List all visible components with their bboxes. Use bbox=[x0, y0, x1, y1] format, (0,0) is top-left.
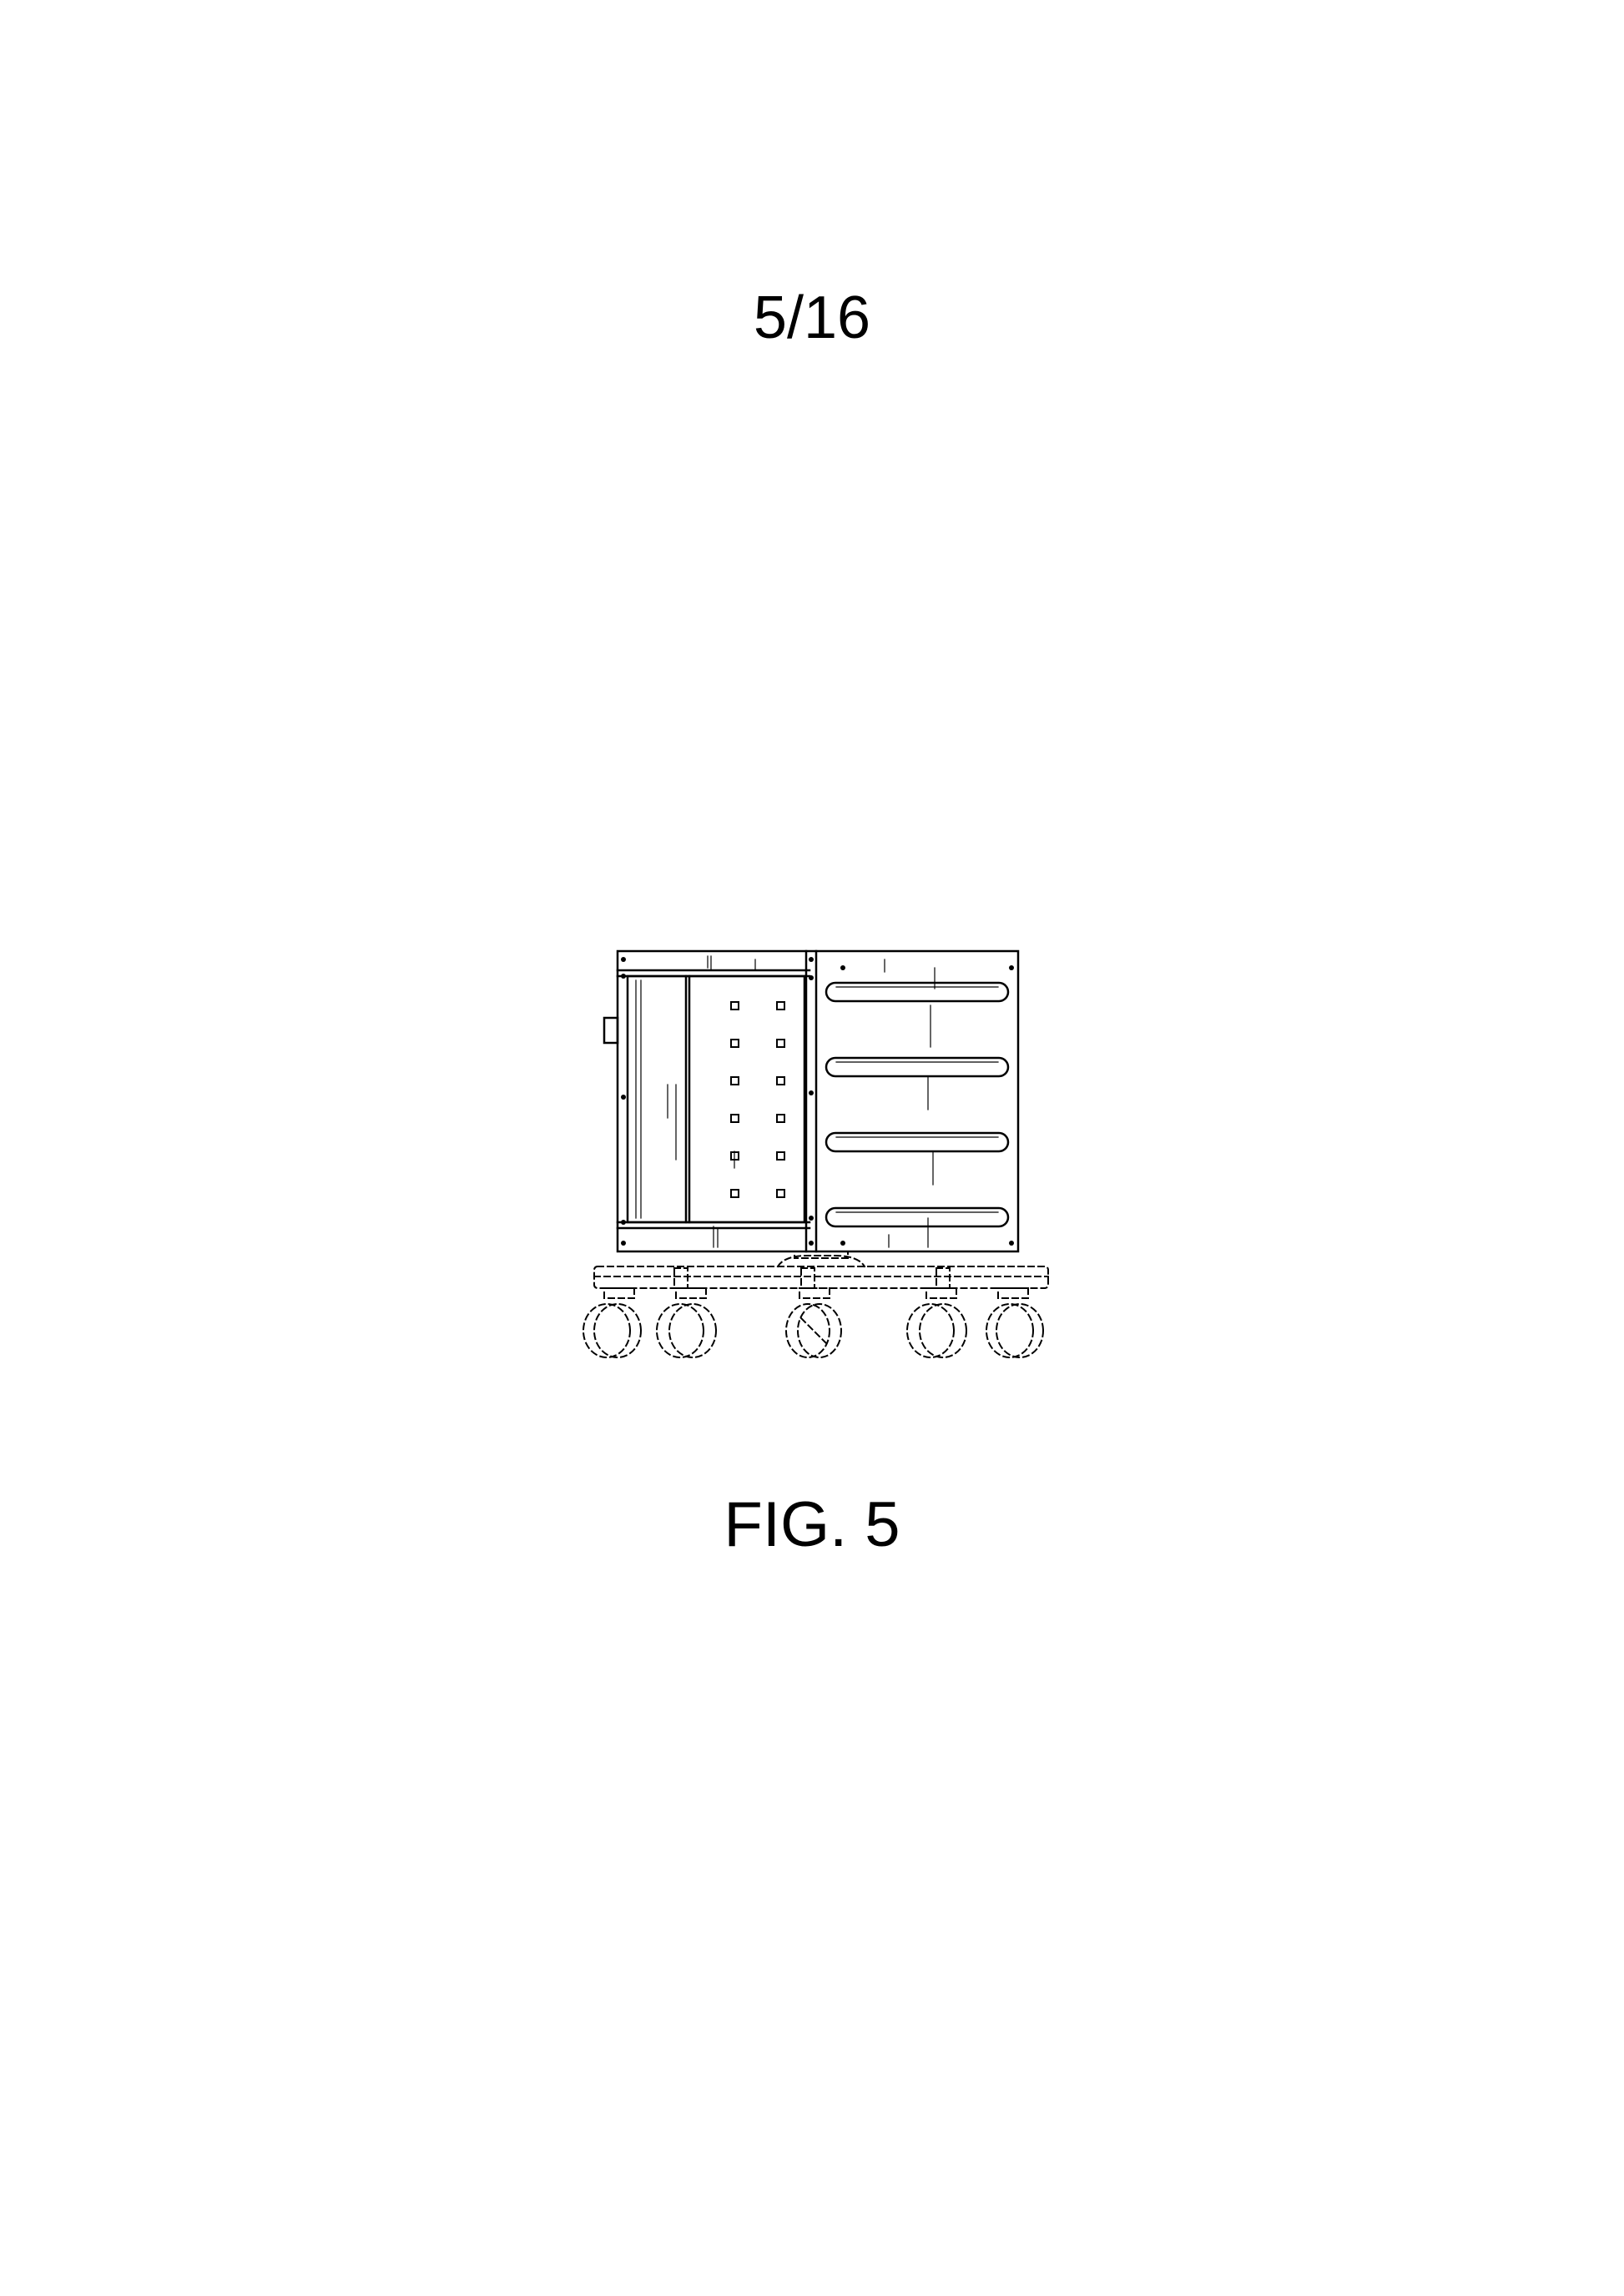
dashed-base-platform bbox=[593, 1251, 1049, 1289]
cabinet-body bbox=[603, 949, 1020, 1253]
sheet-number: 5/16 bbox=[753, 284, 871, 351]
fastener-screws bbox=[621, 957, 1014, 1246]
pegboard-holes bbox=[730, 1001, 785, 1198]
panel-shading-lines bbox=[635, 955, 936, 1248]
right-panel-handles bbox=[825, 981, 1010, 1228]
figure-label: FIG. 5 bbox=[724, 1489, 900, 1560]
caster-wheels bbox=[583, 1267, 1044, 1358]
